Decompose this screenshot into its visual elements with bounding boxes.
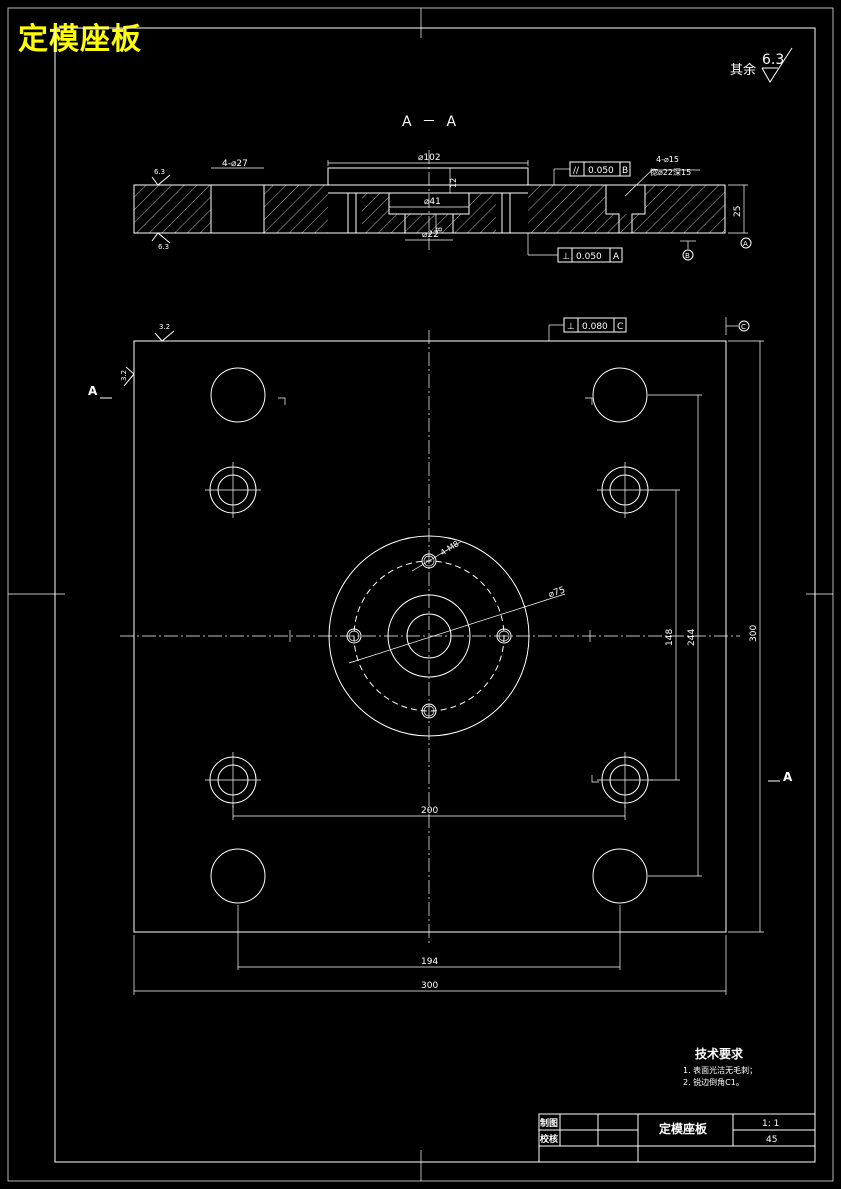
tol-plan-datum: C bbox=[617, 322, 623, 332]
plan-view: ⌀75 4-M8 bbox=[120, 330, 740, 945]
hatch-under-cb bbox=[606, 214, 645, 233]
cb-hole-tr bbox=[597, 462, 653, 518]
plan-dimensions: 200 194 300 148 244 300 3.2 3.2 ⊥ 0.0 bbox=[88, 317, 793, 995]
datum-b-label: B bbox=[685, 252, 690, 260]
roughness-note-value: 6.3 bbox=[762, 52, 784, 68]
datum-a-label: A bbox=[743, 240, 748, 248]
dim-pcd: ⌀75 bbox=[547, 585, 566, 600]
rough-side-plan: 3.2 bbox=[120, 370, 128, 381]
dim-148: 148 bbox=[665, 629, 675, 646]
drawing-frame bbox=[54, 27, 816, 1163]
section-mark-right: A bbox=[783, 770, 793, 784]
tol-parallel-datum: B bbox=[622, 166, 628, 176]
dim-200: 200 bbox=[421, 806, 438, 816]
tech-item-1: 1. 表面光洁无毛刺； bbox=[683, 1065, 757, 1075]
svg-text:⊥: ⊥ bbox=[567, 322, 575, 332]
cb-hole-tl bbox=[205, 462, 261, 518]
rough-top-section: 6.3 bbox=[154, 168, 165, 176]
rough-bottom-section: 6.3 bbox=[158, 243, 169, 251]
title-block-material: 45 bbox=[766, 1135, 777, 1145]
roughness-note-label: 其余 bbox=[730, 62, 756, 78]
hatch-left-inner bbox=[362, 193, 389, 233]
hatch-right-mid bbox=[528, 185, 606, 233]
hatch-left-mid bbox=[264, 185, 328, 233]
dim-outer-bore: ⌀102 bbox=[418, 153, 441, 163]
dim-inner-bore: ⌀22 bbox=[422, 230, 439, 240]
dim-thickness: 25 bbox=[733, 206, 743, 217]
hatch-right-outer bbox=[645, 185, 725, 233]
dim-194: 194 bbox=[421, 957, 438, 967]
checked-label: 校核 bbox=[540, 1133, 558, 1145]
section-view bbox=[133, 150, 726, 250]
tol-perp-datum: A bbox=[613, 252, 620, 262]
dim-4holes: 4-M8 bbox=[439, 539, 461, 557]
dim-300-height: 300 bbox=[749, 625, 759, 642]
title-block-scale: 1: 1 bbox=[762, 1119, 779, 1129]
dim-inner-depth: 8 bbox=[435, 227, 444, 232]
cb-hole-bl bbox=[205, 752, 261, 808]
section-dimensions: ⌀102 ⌀41 ⌀22 12 8 4-⌀27 4-⌀15 锪⌀22深15 25… bbox=[151, 153, 752, 263]
hatch-right-inner bbox=[469, 193, 496, 233]
tech-item-2: 2. 锐边倒角C1。 bbox=[683, 1077, 744, 1087]
tol-parallel-value: 0.050 bbox=[588, 166, 614, 176]
drawn-label: 制图 bbox=[540, 1117, 558, 1129]
dim-holes-right-1: 4-⌀15 bbox=[656, 155, 679, 164]
tech-heading: 技术要求 bbox=[695, 1046, 744, 1061]
svg-text:⊥: ⊥ bbox=[562, 252, 570, 262]
title-block: 制图 校核 定模座板 1: 1 45 bbox=[538, 1113, 816, 1163]
dim-mid-bore: ⌀41 bbox=[424, 197, 441, 207]
sheet-border bbox=[7, 7, 834, 1182]
dim-300-width: 300 bbox=[421, 981, 438, 991]
dim-holes-left: 4-⌀27 bbox=[222, 159, 248, 169]
dim-counterbore-depth: 12 bbox=[449, 178, 458, 188]
svg-text://: // bbox=[573, 166, 580, 176]
tech-requirements: 技术要求 1. 表面光洁无毛刺； 2. 锐边倒角C1。 bbox=[683, 1046, 757, 1087]
datum-c-label: C bbox=[741, 323, 746, 331]
tol-plan-value: 0.080 bbox=[582, 322, 608, 332]
cb-hole-br bbox=[597, 752, 653, 808]
title-block-name: 定模座板 bbox=[659, 1121, 708, 1136]
section-label: A － A bbox=[402, 114, 459, 130]
roughness-symbol bbox=[761, 47, 793, 83]
tol-perp-value: 0.050 bbox=[576, 252, 602, 262]
rough-top-plan: 3.2 bbox=[159, 323, 170, 331]
section-mark-left: A bbox=[88, 384, 98, 398]
hatch-left-outer bbox=[134, 185, 211, 233]
dim-244: 244 bbox=[687, 629, 697, 646]
dim-holes-right-2: 锪⌀22深15 bbox=[650, 167, 691, 177]
